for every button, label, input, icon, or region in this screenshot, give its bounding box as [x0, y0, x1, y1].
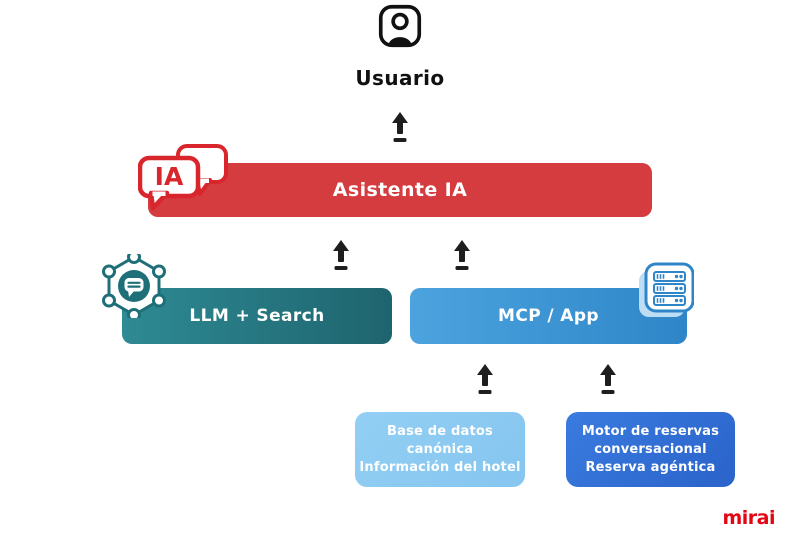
arrow-up-motor-reservas — [600, 364, 616, 394]
mirai-logo: mirai — [722, 507, 775, 529]
user-card-icon — [378, 4, 422, 48]
ia-chat-bubbles-icon: IA — [138, 144, 228, 211]
arrow-up-mcp — [454, 240, 470, 270]
mcp-app-label: MCP / App — [498, 306, 599, 326]
base-datos-line-1: Base de datos — [387, 423, 493, 439]
node-llm-search: LLM + Search — [122, 288, 392, 344]
motor-reservas-line-2: conversacional — [594, 441, 707, 457]
arrow-up-usuario — [392, 112, 408, 142]
node-base-de-datos: Base de datos canónica Información del h… — [355, 412, 525, 487]
node-mcp-app: MCP / App — [410, 288, 687, 344]
server-stack-icon — [639, 262, 694, 317]
llm-search-label: LLM + Search — [189, 306, 325, 326]
hexagon-network-icon — [102, 254, 166, 318]
motor-reservas-line-1: Motor de reservas — [581, 423, 720, 439]
asistente-ia-label: Asistente IA — [332, 179, 468, 201]
node-asistente-ia: Asistente IA — [148, 163, 652, 217]
base-datos-line-2: canónica — [406, 441, 474, 457]
arrow-up-llm — [333, 240, 349, 270]
motor-reservas-line-3: Reserva agéntica — [585, 459, 716, 475]
usuario-label: Usuario — [355, 66, 445, 90]
node-motor-reservas: Motor de reservas conversacional Reserva… — [566, 412, 735, 487]
arrow-up-base-datos — [477, 364, 493, 394]
base-datos-line-3: Información del hotel — [359, 459, 521, 475]
ia-icon-text: IA — [155, 162, 184, 191]
